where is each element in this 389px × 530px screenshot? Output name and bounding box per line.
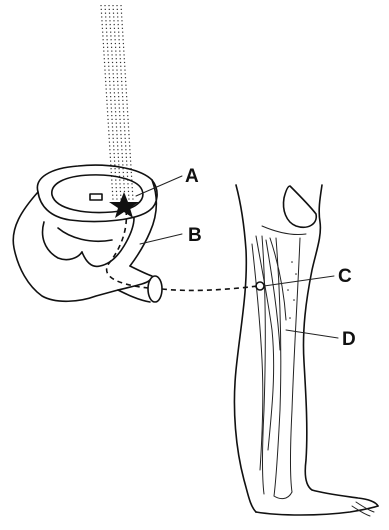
pelvis-illustration	[13, 165, 162, 302]
label-b: B	[188, 225, 202, 246]
leader-line-a	[136, 176, 182, 196]
star-marker	[109, 192, 139, 218]
leader-lines	[136, 176, 338, 338]
radiation-beam	[101, 5, 133, 200]
leg-illustration	[234, 185, 378, 516]
nerve-connection-line	[162, 286, 258, 290]
leader-line-d	[286, 330, 338, 338]
leader-line-c	[264, 276, 334, 286]
label-c: C	[338, 266, 352, 287]
label-a: A	[185, 166, 199, 187]
label-d: D	[342, 329, 356, 350]
